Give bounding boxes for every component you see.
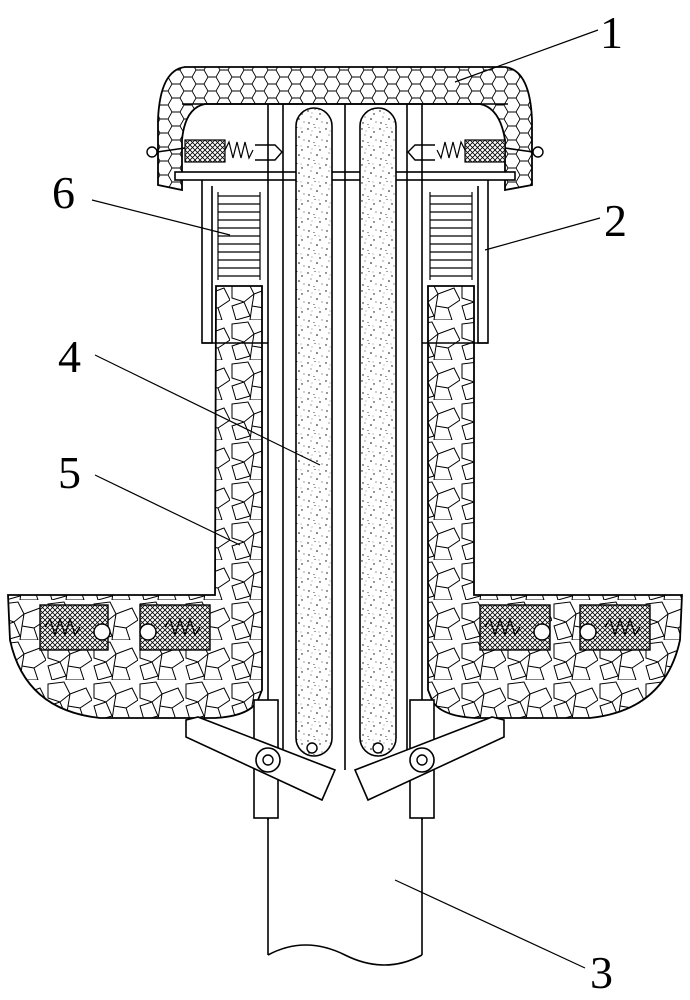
leader-lines <box>91 29 601 969</box>
clamp-left <box>39 604 211 651</box>
callout-1: 1 <box>600 7 623 58</box>
pivot-arm-left <box>185 699 337 819</box>
central-guide <box>267 104 423 820</box>
stone-body-right <box>427 285 683 719</box>
callout-6: 6 <box>52 167 75 218</box>
speckled-rod-right <box>359 107 397 757</box>
clamp-right <box>479 604 651 651</box>
callout-5: 5 <box>58 447 81 498</box>
callout-3: 3 <box>590 947 613 998</box>
callout-2: 2 <box>604 195 627 246</box>
compression-spring-right <box>429 192 473 280</box>
speckled-rod-left <box>295 107 333 757</box>
callout-4: 4 <box>58 331 81 382</box>
compression-spring-left <box>216 186 262 286</box>
stone-body-left <box>7 285 263 719</box>
bottom-handle <box>267 818 423 966</box>
